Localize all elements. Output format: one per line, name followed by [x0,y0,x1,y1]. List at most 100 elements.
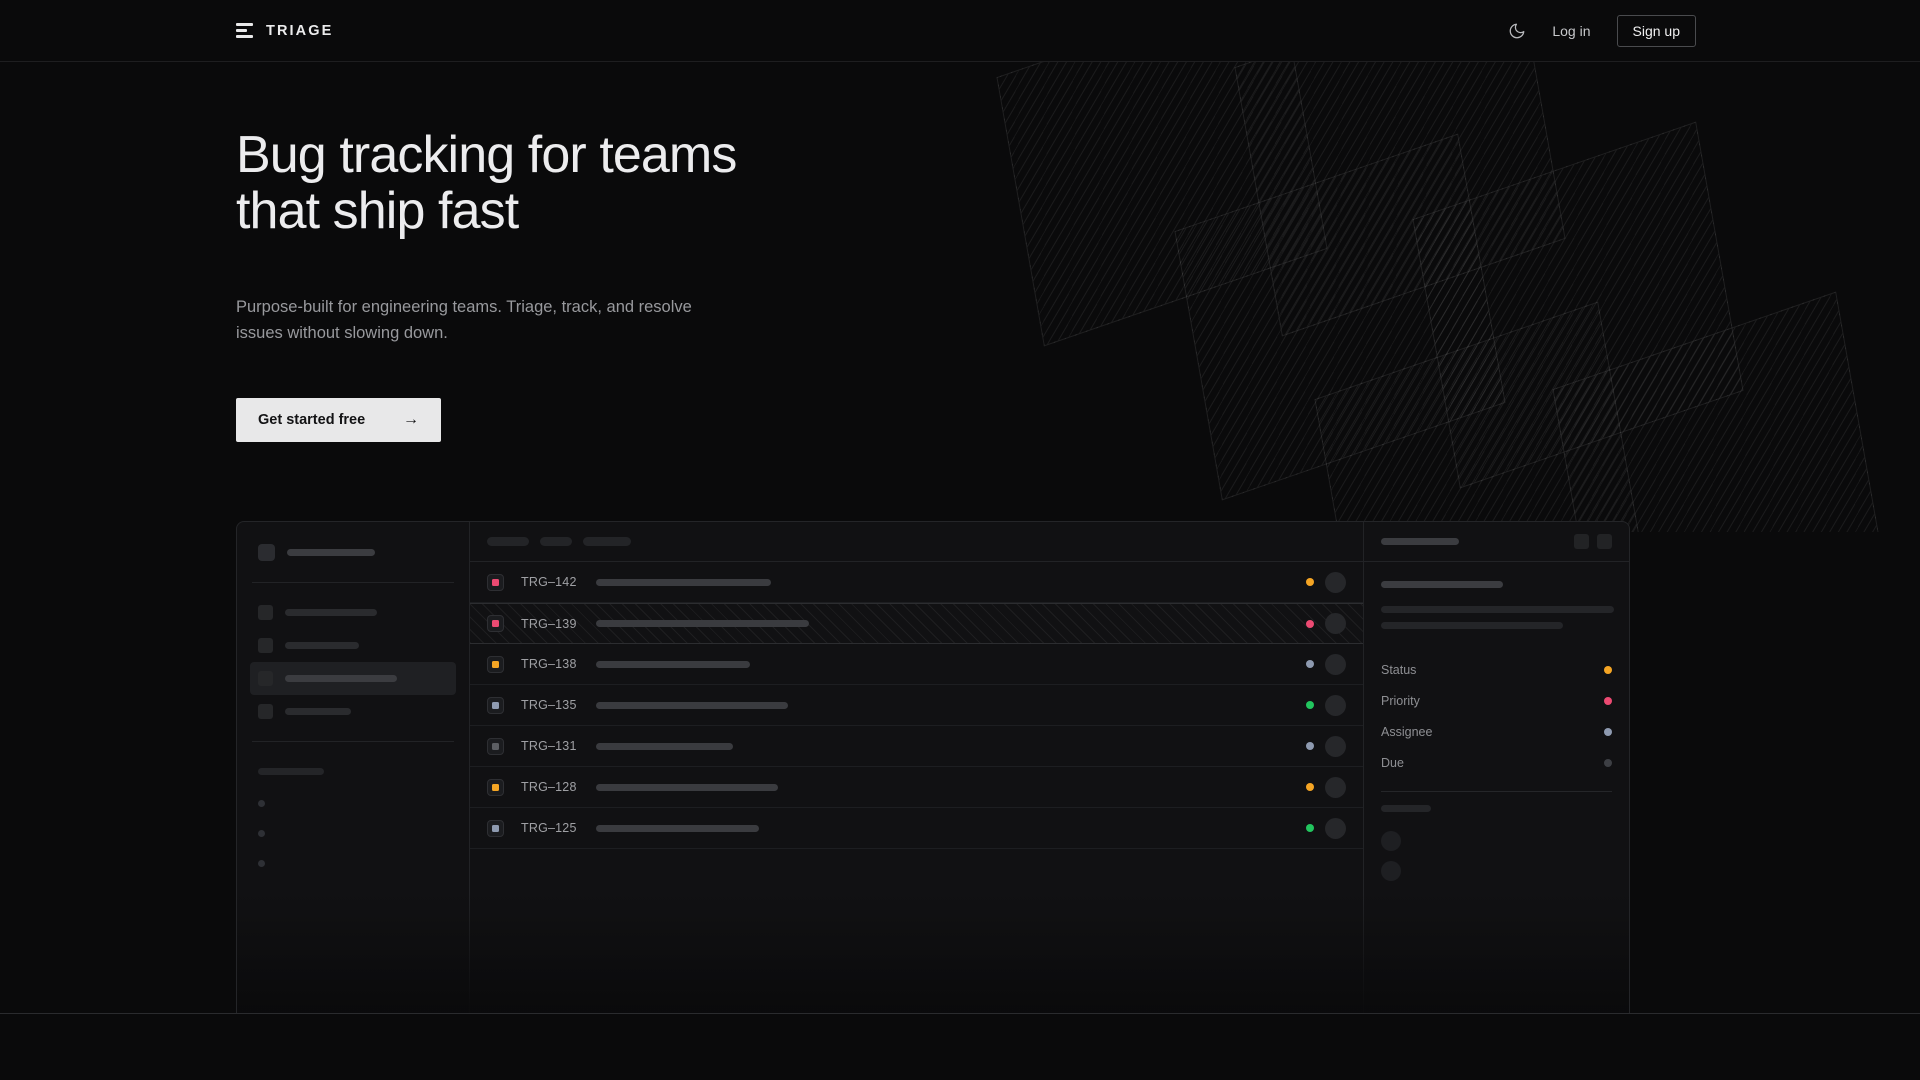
sidebar-nav-item[interactable] [250,662,456,695]
status-badge [1306,824,1314,832]
workspace-avatar [258,544,275,561]
nav-item-label-placeholder [285,609,377,616]
toolbar-chip[interactable] [583,537,631,546]
detail-heading-placeholder [1381,581,1503,588]
sidebar-nav [250,596,456,728]
table-row[interactable]: TRG–131 [470,726,1363,767]
row-meta [1306,817,1346,839]
nav-item-label-placeholder [285,642,359,649]
metadata-row[interactable]: Due [1381,747,1612,778]
issue-title-placeholder [596,824,759,832]
issue-id: TRG–138 [521,657,577,671]
metadata-label: Assignee [1381,724,1433,739]
nav-item-label-placeholder [285,675,397,682]
issue-id: TRG–131 [521,739,577,753]
sidebar-sub-item[interactable] [250,848,456,878]
sidebar-nav-item[interactable] [250,695,456,728]
status-badge [1306,660,1314,668]
issue-title-placeholder [596,578,771,586]
avatar [1325,653,1346,675]
nav-item-icon [258,671,273,686]
toolbar-chip[interactable] [487,537,529,546]
metadata-row[interactable]: Priority [1381,685,1612,716]
header-actions: Log in Sign up [1508,14,1696,47]
issue-id: TRG–142 [521,575,577,589]
priority-icon [487,573,504,591]
priority-icon [487,737,504,755]
table-row[interactable]: TRG–128 [470,767,1363,808]
stripe-panel [1412,121,1744,489]
issue-title-placeholder [596,620,809,627]
bullet-icon [258,859,265,867]
login-link[interactable]: Log in [1552,22,1591,39]
issue-list-toolbar [470,522,1363,562]
mockup-baseline [0,1013,1920,1014]
status-badge [1306,578,1314,586]
nav-item-label-placeholder [285,708,351,715]
cta-label: Get started free [258,412,366,429]
status-badge [1306,783,1314,791]
table-row[interactable]: TRG–138 [470,644,1363,685]
sidebar-sub-item[interactable] [250,788,456,818]
mock-sidebar [237,522,470,1013]
detail-action-button[interactable] [1597,534,1612,549]
bullet-icon [258,799,265,807]
sidebar-sub-item[interactable] [250,818,456,848]
avatar [1381,831,1401,851]
description-line-placeholder [1381,606,1614,613]
issue-title-placeholder [596,783,778,791]
issue-id: TRG–128 [521,780,577,794]
metadata-value-badge [1604,758,1612,767]
status-badge [1306,701,1314,709]
issue-title-placeholder [596,742,733,750]
detail-title-placeholder [1381,538,1459,545]
sidebar-nav-item[interactable] [250,629,456,662]
metadata-label: Due [1381,755,1404,770]
sidebar-nav-item[interactable] [250,596,456,629]
metadata-value-badge [1604,665,1612,674]
moon-icon[interactable] [1508,22,1526,40]
nav-item-icon [258,605,273,620]
table-row[interactable]: TRG–135 [470,685,1363,726]
heading-line-2: that ship fast [236,181,519,240]
avatar [1381,861,1401,881]
status-badge [1306,619,1314,628]
issue-id: TRG–135 [521,698,577,712]
signup-button[interactable]: Sign up [1616,14,1696,47]
table-row[interactable]: TRG–139 [470,603,1363,644]
row-meta [1306,653,1346,675]
avatar [1325,613,1346,634]
issue-title-placeholder [596,660,750,668]
priority-icon [487,696,504,714]
divider [252,741,454,742]
get-started-button[interactable]: Get started free → [236,398,441,443]
bullet-icon [258,829,265,837]
activity-item [1381,826,1612,856]
table-row[interactable]: TRG–142 [470,562,1363,603]
avatar [1325,817,1346,839]
metadata-row[interactable]: Status [1381,654,1612,685]
metadata-label: Priority [1381,693,1420,708]
metadata-label: Status [1381,662,1417,677]
nav-item-icon [258,638,273,653]
hero-subtext: Purpose-built for engineering teams. Tri… [236,298,692,343]
page-title: Bug tracking for teams that ship fast [236,127,996,240]
site-header: TRIAGE Log in Sign up [0,0,1920,62]
stacked-bars-icon [236,23,253,38]
stripe-panel [1314,301,1646,532]
workspace-switcher[interactable] [250,536,456,569]
detail-action-button[interactable] [1574,534,1589,549]
brand-logo[interactable]: TRIAGE [236,23,333,39]
table-row[interactable]: TRG–125 [470,808,1363,849]
metadata-row[interactable]: Assignee [1381,716,1612,747]
workspace-name-placeholder [287,549,375,556]
priority-icon [487,819,504,837]
toolbar-chip[interactable] [540,537,572,546]
avatar [1325,776,1346,798]
hero-section: Bug tracking for teams that ship fast Pu… [236,127,996,443]
